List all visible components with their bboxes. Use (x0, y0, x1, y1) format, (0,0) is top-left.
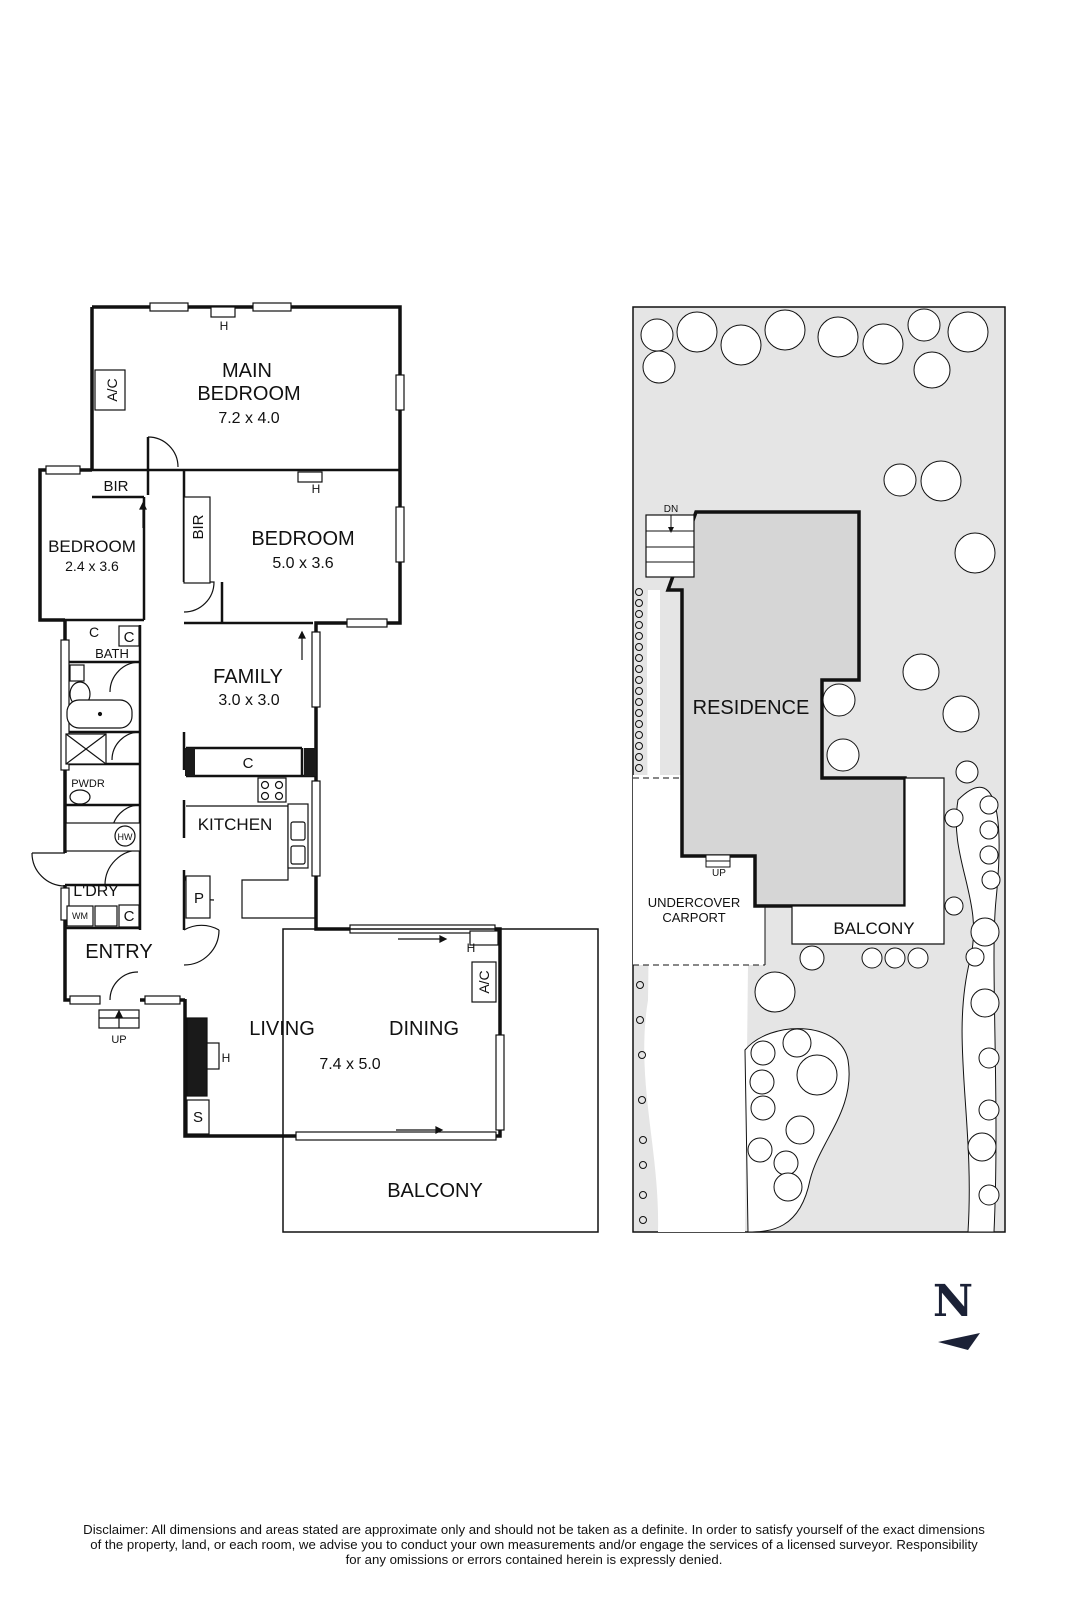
hot-water-label: HW (118, 832, 133, 842)
heater-label-dining: H (467, 941, 476, 955)
dining-label: DINING (389, 1018, 459, 1040)
powder-label: PWDR (71, 778, 105, 790)
disclaimer-line-2: of the property, land, or each room, we … (90, 1537, 978, 1552)
heater-label-bed2: H (312, 482, 321, 496)
carport-label-1: UNDERCOVER (648, 895, 740, 910)
hedge-row (635, 588, 647, 1224)
cupboard-label-kitchen: C (243, 755, 254, 772)
residence-label: RESIDENCE (693, 697, 810, 719)
slide-arrows (139, 501, 448, 1134)
bir-label-2: BIR (190, 514, 207, 539)
entry-label: ENTRY (85, 941, 152, 963)
doors (31, 436, 220, 1001)
cupboard-label-laundry: C (124, 908, 135, 925)
main-bedroom-label-1: MAIN (222, 360, 272, 382)
north-arrow-icon (938, 1333, 980, 1350)
family-size: 3.0 x 3.0 (218, 692, 279, 709)
stairs-down (645, 514, 695, 578)
bath-label: BATH (95, 646, 129, 661)
fixture-labels: H H H H A/C A/C BIR BIR C C C C P S HW W… (72, 319, 492, 1126)
site-balcony (791, 777, 945, 945)
family-label: FAMILY (213, 666, 283, 688)
kitchen-label: KITCHEN (198, 815, 273, 834)
trees (640, 308, 1001, 1206)
living-dining-size: 7.4 x 5.0 (319, 1056, 380, 1073)
disclaimer-line-3: for any omissions or errors contained he… (345, 1552, 723, 1567)
balcony-label: BALCONY (387, 1180, 483, 1202)
main-bedroom-label-2: BEDROOM (197, 383, 300, 405)
bir-label-1: BIR (103, 478, 128, 495)
floor-balcony (282, 928, 599, 1233)
up-label-entry: UP (111, 1034, 126, 1046)
ac-label-dining: A/C (476, 970, 492, 993)
bedroom2-size: 5.0 x 3.6 (272, 555, 333, 572)
room-labels: MAIN BEDROOM 7.2 x 4.0 BEDROOM 5.0 x 3.6… (48, 360, 483, 1202)
heater-label-main: H (220, 319, 229, 333)
washing-machine-label: WM (72, 911, 88, 921)
windows (45, 302, 505, 1141)
carport-label-2: CARPORT (662, 910, 725, 925)
laundry-label: L'DRY (73, 883, 119, 900)
ac-label-main: A/C (104, 378, 120, 401)
north-label: N (933, 1276, 973, 1327)
site-balcony-label: BALCONY (833, 919, 914, 938)
cupboard-label-2: C (124, 629, 135, 646)
site-up-label: UP (712, 868, 726, 879)
pantry-label: P (194, 890, 204, 907)
floor-plan (31, 302, 599, 1233)
cupboard-label-1: C (89, 624, 99, 640)
bedroom3-label: BEDROOM (48, 537, 136, 556)
storage-label: S (193, 1109, 203, 1126)
north-compass: N (933, 1276, 980, 1350)
bedroom2-label: BEDROOM (251, 528, 354, 550)
site-plan (632, 306, 1006, 1233)
main-bedroom-size: 7.2 x 4.0 (218, 410, 279, 427)
heater-label-living: H (222, 1051, 231, 1065)
disclaimer-line-1: Disclaimer: All dimensions and areas sta… (83, 1522, 985, 1537)
fixtures (65, 306, 499, 1135)
down-label: DN (664, 504, 678, 515)
disclaimer: Disclaimer: All dimensions and areas sta… (14, 1522, 1054, 1567)
living-label: LIVING (249, 1018, 315, 1040)
bedroom3-size: 2.4 x 3.6 (65, 558, 119, 574)
site-labels: RESIDENCE UNDERCOVER CARPORT BALCONY DN … (648, 504, 915, 938)
